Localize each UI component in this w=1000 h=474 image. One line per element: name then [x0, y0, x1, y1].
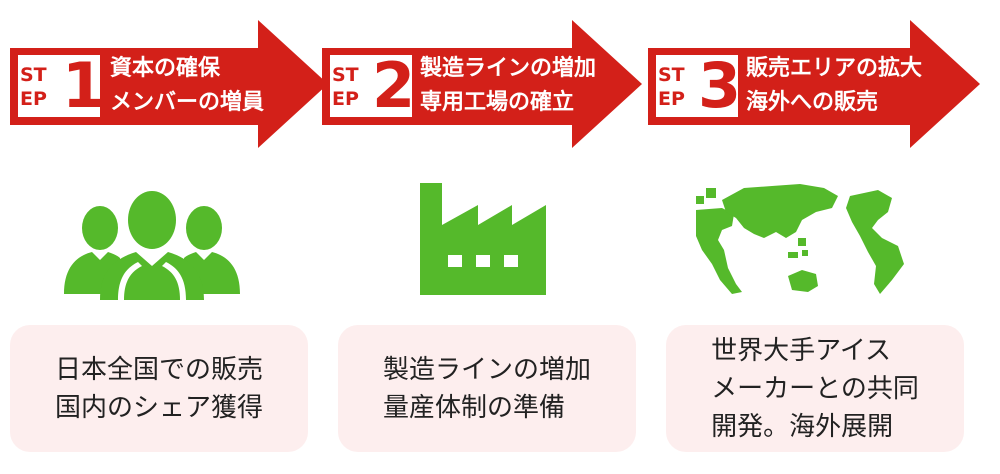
step-2-arrow	[322, 0, 652, 160]
step-3-label: 販売エリアの拡大海外への販売	[746, 56, 923, 115]
people-icon	[64, 191, 240, 300]
step-2-label: 製造ラインの増加専用工場の確立	[420, 56, 597, 115]
card-3-line-1: 世界大手アイス	[711, 335, 892, 366]
world-map-icon	[696, 184, 904, 294]
step-1-number: 1	[62, 49, 106, 122]
card-3: 世界大手アイス メーカーとの共同 開発。海外展開	[666, 325, 964, 452]
card-1: 日本全国での販売 国内のシェア獲得	[10, 325, 308, 452]
card-2-line-1: 製造ラインの増加	[382, 354, 591, 385]
card-1-line-2: 国内のシェア獲得	[54, 392, 263, 423]
step-3-number: 3	[698, 49, 742, 122]
step-3-arrow	[648, 0, 980, 160]
card-3-line-3: 開発。海外展開	[711, 411, 894, 442]
card-1-line-1: 日本全国での販売	[54, 354, 263, 385]
step-1-label: 資本の確保メンバーの増員	[110, 56, 265, 115]
card-2: 製造ラインの増加 量産体制の準備	[338, 325, 636, 452]
step-2-number: 2	[372, 49, 416, 122]
card-2-line-2: 量産体制の準備	[382, 392, 565, 423]
card-3-line-2: メーカーとの共同	[711, 373, 919, 404]
factory-icon	[420, 183, 546, 295]
step-1-arrow	[10, 0, 340, 160]
